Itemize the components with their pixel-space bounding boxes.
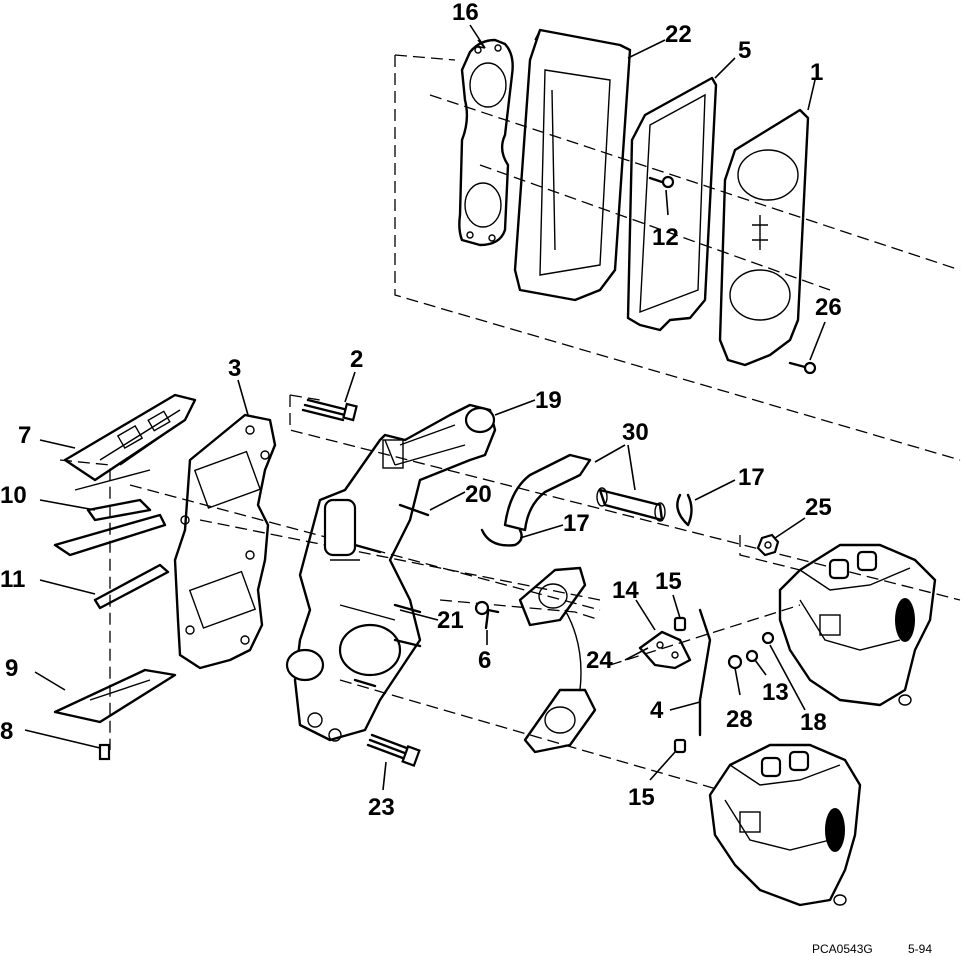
callout-1: 1 [810,59,823,86]
callout-2: 2 [350,346,363,373]
drawing-date: 5-94 [908,942,932,956]
callout-labels: 16 22 5 1 12 26 2 3 19 7 30 10 20 17 17 … [0,0,842,821]
callout-20: 20 [465,481,492,508]
carburetor-gaskets [518,566,597,754]
alignment-lines [59,54,961,791]
callout-17-right: 17 [738,464,765,491]
callout-28: 28 [726,706,753,733]
callout-10: 10 [0,482,27,509]
callout-22: 22 [665,21,692,48]
part-6-screw [474,600,500,630]
part-17-clamps [480,493,693,547]
part-22-plenum [513,28,632,302]
drawing-code: PCA0543G [812,942,873,956]
callout-4: 4 [650,697,664,724]
part-16-gasket [458,38,514,247]
callout-3: 3 [228,355,241,382]
part-25-nut [756,533,780,557]
callout-18: 18 [800,709,827,736]
part-28-screw [727,654,743,670]
callout-5: 5 [738,37,751,64]
callout-11: 11 [0,566,25,593]
callout-9: 9 [5,655,18,682]
callout-16: 16 [452,0,479,26]
part-14-bracket [638,630,692,670]
part-2-bolt [301,398,358,422]
part-11-stop [93,563,170,610]
part-5-gasket [626,76,718,332]
callout-17-left: 17 [563,510,590,537]
callout-23: 23 [368,794,395,821]
callout-14: 14 [612,577,639,604]
callout-15-top: 15 [655,568,682,595]
part-3-gasket [173,413,277,670]
part-10-reeds [53,469,167,557]
part-9-plate [53,668,177,724]
part-4-rod [698,608,712,737]
callout-21: 21 [437,607,464,634]
callout-7: 7 [18,422,31,449]
callout-12: 12 [652,224,679,251]
part-30-hoses [503,453,666,532]
callout-19: 19 [535,387,562,414]
part-7-reed-block [63,393,197,482]
leader-lines [24,24,826,791]
part-26-screw [788,361,817,375]
callout-25: 25 [805,494,832,521]
part-13-washer [745,649,759,663]
part-1-cover [718,108,810,367]
callout-8: 8 [0,718,13,745]
callout-6: 6 [478,647,491,674]
lower-carburetor [708,743,862,907]
callout-26: 26 [815,294,842,321]
callout-30: 30 [622,419,649,446]
part-12-screw [648,175,675,189]
part-8-screw [98,743,111,761]
part-21-stud [353,603,422,688]
callout-24: 24 [586,647,613,674]
callout-13: 13 [762,679,789,706]
part-20-stud [353,503,430,554]
callout-15-bottom: 15 [628,784,655,811]
upper-carburetor [778,543,937,707]
part-23-bolt [366,733,421,767]
part-19-manifold [285,403,497,742]
part-18-washer [761,631,775,645]
